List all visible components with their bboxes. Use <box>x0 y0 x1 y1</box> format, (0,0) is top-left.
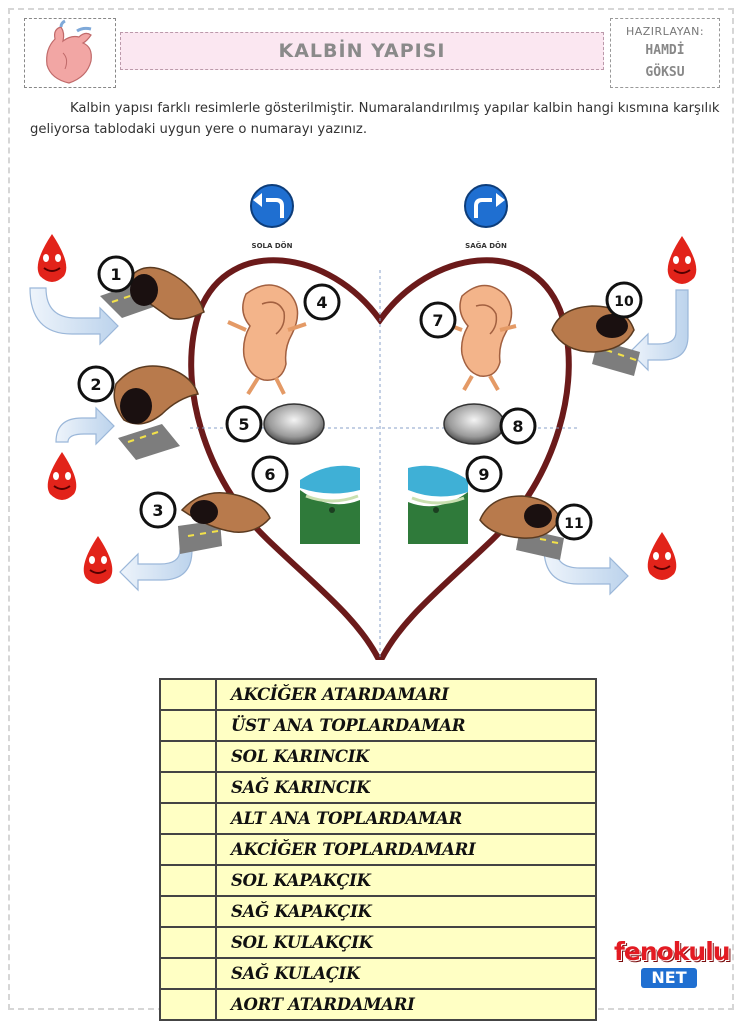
blood-drop-icon <box>47 452 77 500</box>
flow-arrow-icon <box>629 289 689 372</box>
number-badge-9: 9 <box>465 455 503 493</box>
structure-label: AKCİĞER ATARDAMARI <box>215 678 597 711</box>
table-row: AORT ATARDAMARI <box>159 988 597 1021</box>
answer-input-cell[interactable] <box>159 740 217 773</box>
author-last-name: GÖKSU <box>645 65 685 80</box>
ear-atrium-right <box>445 284 517 391</box>
table-row: ÜST ANA TOPLARDAMAR <box>159 709 597 742</box>
structure-label: AKCİĞER TOPLARDAMARI <box>215 833 597 866</box>
number-badge-label: 2 <box>90 375 101 394</box>
author-first-name: HAMDİ <box>645 43 685 58</box>
table-row: SAĞ KULAÇIK <box>159 957 597 990</box>
table-row: SOL KULAKÇIK <box>159 926 597 959</box>
page-title-bar: KALBİN YAPISI <box>120 32 604 70</box>
number-badge-3: 3 <box>139 491 177 529</box>
brand-suffix: NET <box>641 968 697 988</box>
fenokulu-logo: fenokulu NET <box>614 937 731 990</box>
number-badge-1: 1 <box>97 255 135 293</box>
answer-input-cell[interactable] <box>159 926 217 959</box>
number-badge-10: 10 <box>605 281 643 319</box>
ventricle-right <box>408 465 468 544</box>
number-badge-2: 2 <box>77 365 115 403</box>
vessel-tunnel-2 <box>113 365 199 460</box>
turn-right-sign-label: SAĞA DÖN <box>465 241 507 250</box>
valve-cap-left <box>263 403 325 445</box>
vessel-tunnel-3 <box>178 492 271 554</box>
structure-label: SAĞ KAPAKÇIK <box>215 895 597 928</box>
blood-drop-icon <box>647 532 677 580</box>
number-badge-label: 3 <box>152 501 163 520</box>
turn-left-sign: SOLA DÖN <box>250 184 294 250</box>
number-badge-5: 5 <box>225 405 263 443</box>
heart-logo-box <box>24 18 116 88</box>
answer-input-cell[interactable] <box>159 864 217 897</box>
answer-input-cell[interactable] <box>159 802 217 835</box>
number-badge-8: 8 <box>499 407 537 445</box>
structure-label: SOL KARINCIK <box>215 740 597 773</box>
table-row: SOL KAPAKÇIK <box>159 864 597 897</box>
number-badge-label: 11 <box>564 516 583 532</box>
answer-input-cell[interactable] <box>159 771 217 804</box>
number-badge-label: 9 <box>478 465 489 484</box>
answer-input-cell[interactable] <box>159 957 217 990</box>
flow-arrow-icon <box>55 406 115 446</box>
structure-label: SAĞ KULAÇIK <box>215 957 597 990</box>
author-label: HAZIRLAYAN: <box>625 25 705 38</box>
blood-drop-icon <box>83 536 113 584</box>
number-badge-4: 4 <box>303 283 341 321</box>
heart-structure-diagram: SOLA DÖN SAĞA DÖN <box>29 184 697 660</box>
number-badge-label: 4 <box>316 293 327 312</box>
blood-drop-icon <box>667 236 697 284</box>
number-badge-label: 5 <box>238 415 249 434</box>
structure-label: SOL KAPAKÇIK <box>215 864 597 897</box>
author-box: HAZIRLAYAN: HAMDİ GÖKSU <box>610 18 720 88</box>
valve-cap-right <box>443 403 505 445</box>
answer-input-cell[interactable] <box>159 678 217 711</box>
number-badge-label: 6 <box>264 465 275 484</box>
ear-atrium-left <box>227 284 307 396</box>
instructions: Kalbin yapısı farklı resimlerle gösteril… <box>30 98 720 140</box>
flow-arrow-icon <box>119 549 193 592</box>
instructions-text: Kalbin yapısı farklı resimlerle gösteril… <box>30 101 720 137</box>
answer-input-cell[interactable] <box>159 709 217 742</box>
structure-label: AORT ATARDAMARI <box>215 988 597 1021</box>
ventricle-left <box>300 465 360 544</box>
structure-label: ÜST ANA TOPLARDAMAR <box>215 709 597 742</box>
page-title: KALBİN YAPISI <box>278 40 446 62</box>
turn-right-sign: SAĞA DÖN <box>464 184 508 250</box>
table-row: AKCİĞER ATARDAMARI <box>159 678 597 711</box>
vessel-tunnel-11 <box>479 495 564 560</box>
turn-left-sign-label: SOLA DÖN <box>252 241 293 250</box>
table-row: SOL KARINCIK <box>159 740 597 773</box>
vessel-tunnel-10 <box>551 305 640 376</box>
answer-input-cell[interactable] <box>159 833 217 866</box>
table-row: AKCİĞER TOPLARDAMARI <box>159 833 597 866</box>
number-badge-label: 1 <box>110 265 121 284</box>
flow-arrow-icon <box>29 287 119 346</box>
number-badge-7: 7 <box>419 301 457 339</box>
blood-drop-icon <box>37 234 67 282</box>
table-row: ALT ANA TOPLARDAMAR <box>159 802 597 835</box>
flow-arrow-icon <box>543 547 629 596</box>
structure-label: SAĞ KARINCIK <box>215 771 597 804</box>
answer-input-cell[interactable] <box>159 895 217 928</box>
structure-label: SOL KULAKÇIK <box>215 926 597 959</box>
table-row: SAĞ KARINCIK <box>159 771 597 804</box>
answer-input-cell[interactable] <box>159 988 217 1021</box>
number-badge-label: 7 <box>432 311 443 330</box>
anatomical-heart-icon <box>46 19 92 84</box>
table-row: SAĞ KAPAKÇIK <box>159 895 597 928</box>
number-badge-label: 8 <box>512 417 523 436</box>
number-badge-11: 11 <box>555 503 593 541</box>
structure-label: ALT ANA TOPLARDAMAR <box>215 802 597 835</box>
number-badge-label: 10 <box>614 294 634 310</box>
number-badge-6: 6 <box>251 455 289 493</box>
brand-name: fenokulu <box>614 937 731 966</box>
